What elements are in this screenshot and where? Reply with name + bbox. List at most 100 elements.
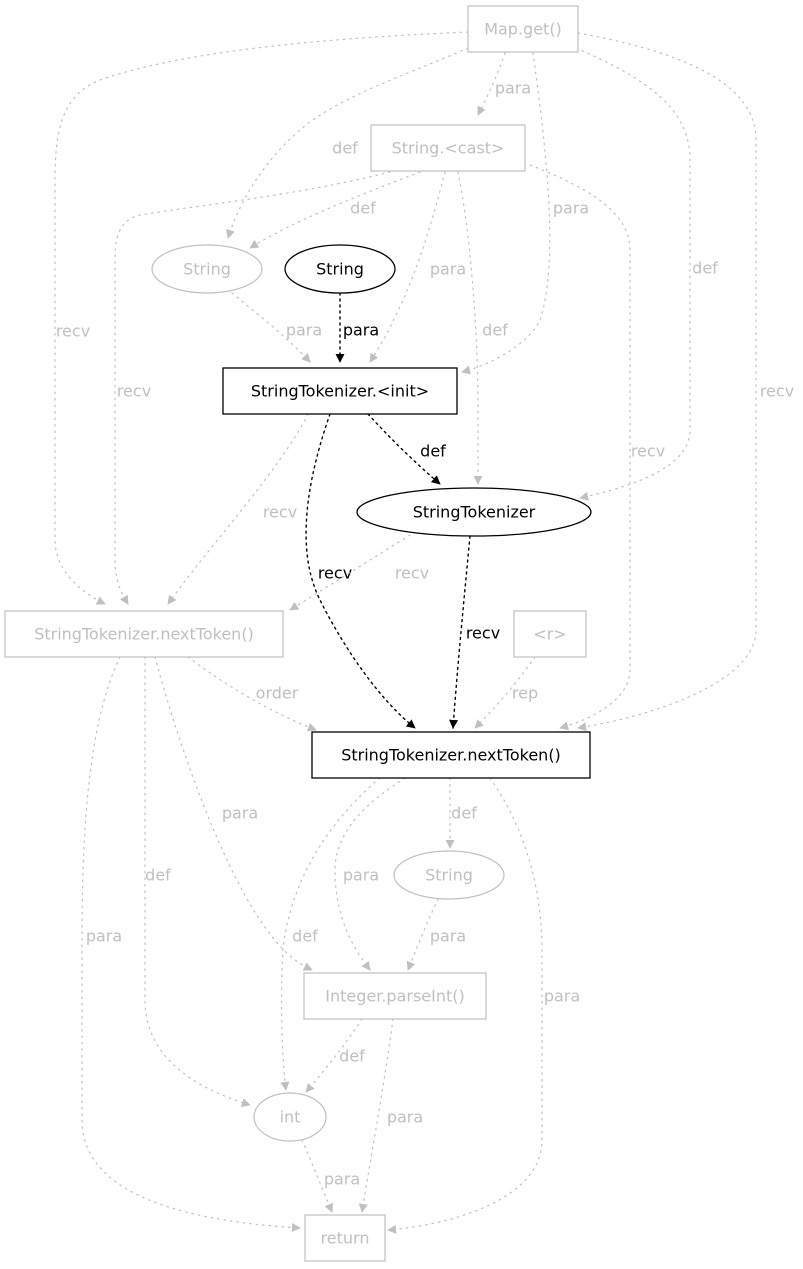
edge-int_node-to-return_node: para [301,1139,360,1213]
edge-st_obj-to-st_next_main: recv [449,535,500,729]
edge-label: def [145,866,171,885]
edge-st_next_main-to-parse_int: para [334,777,406,971]
edge-st_next_left-to-return_node: para [81,656,301,1233]
edge-label: para [553,199,589,218]
edge-line [474,656,536,729]
node-shape [253,1092,327,1142]
node-string-cast: String.<cast> [370,124,526,172]
edge-st_next_left-to-st_next_main: order [187,656,317,732]
edge-label: def [350,199,376,218]
node-label: String.<cast> [392,139,505,158]
node-shape [284,244,396,294]
edge-line [358,1018,394,1213]
node-label: StringTokenizer [413,503,536,522]
edge-label: recv [760,382,794,401]
node-map-get: Map.get() [467,5,579,53]
edge-line [367,413,441,485]
edge-string_cast-to-st_init: para [369,171,466,363]
edge-parse_int-to-return_node: para [358,1018,423,1213]
node-shape [222,367,458,415]
node-label: Map.get() [484,20,562,39]
edge-string_low-to-parse_int: para [406,898,466,971]
edge-line [301,1139,334,1213]
edge-st_init-to-st_obj: def [367,413,446,485]
node-shape [303,972,487,1020]
edge-map_get-to-st_init: para [461,52,589,375]
edge-line [249,171,421,249]
edge-label: para [222,804,258,823]
edge-st_init-to-st_next_left: recv [167,413,309,605]
node-int-node: int [253,1092,327,1142]
edge-st_obj-to-st_next_left: recv [289,534,429,611]
edge-label: para [495,79,531,98]
edge-line [167,413,309,605]
edge-line [154,656,313,971]
edge-line [449,535,471,729]
edge-st_next_main-to-string_low: def [445,777,477,849]
edge-label: def [692,259,718,278]
edge-map_get-to-st_next_main: recv [577,32,794,732]
node-shape [513,610,587,658]
edge-label: para [544,987,580,1006]
node-shape [311,731,591,779]
edge-line [144,656,251,1107]
node-st-next-main: StringTokenizer.nextToken() [311,731,591,779]
node-shape [467,5,579,53]
edge-label: para [430,260,466,279]
node-label: <r> [533,625,566,644]
node-st-next-left: StringTokenizer.nextToken() [4,610,284,658]
node-string-mid: String [284,244,396,294]
node-parse-int: Integer.parseInt() [303,972,487,1020]
edge-label: recv [395,564,429,583]
edge-label: recv [466,624,500,643]
node-label: int [280,1108,301,1127]
edge-line [226,47,469,239]
edge-line [231,292,311,363]
node-shape [304,1214,386,1262]
edges-layer: paradefparadefrecvrecvdefparadefrecvrecv… [54,31,794,1234]
edge-label: recv [56,322,90,341]
edge-line [577,32,757,732]
node-label: StringTokenizer.nextToken() [34,625,254,644]
edge-st_next_left-to-int_node: def [144,656,251,1107]
edge-label: para [86,927,122,946]
edge-line [406,898,439,971]
edge-label: recv [631,442,665,461]
edge-line [187,656,317,732]
edge-map_get-to-st_next_left: recv [54,31,469,605]
edge-label: def [482,321,508,340]
edge-string_mid-to-st_init: para [335,292,379,363]
node-string-left: String [151,244,263,294]
edge-label: order [256,684,299,703]
edge-line [387,777,543,1234]
node-label: Integer.parseInt() [325,987,465,1006]
edge-map_get-to-string_cast: para [477,52,531,116]
edge-line [305,1018,363,1093]
node-r-node: <r> [513,610,587,658]
node-shape [370,124,526,172]
edge-st_next_main-to-int_node: def [280,777,381,1091]
node-label: return [321,1229,370,1248]
node-st-obj: StringTokenizer [356,487,592,537]
edge-line [369,171,446,363]
edge-map_get-to-st_obj: def [575,47,718,501]
edge-label: para [343,866,379,885]
edge-st_init-to-st_next_main: recv [305,413,416,729]
node-label: StringTokenizer.<init> [251,382,429,401]
edge-string_cast-to-st_obj: def [457,171,508,485]
node-shape [356,487,592,537]
edge-map_get-to-string_left: def [226,47,469,239]
edge-label: recv [263,503,297,522]
edge-label: para [343,321,379,340]
edge-line [305,413,416,729]
edge-label: def [339,1047,365,1066]
edge-line [457,171,483,485]
node-string-low: String [393,850,505,900]
edge-string_cast-to-st_next_left: recv [114,171,391,605]
edge-label: rep [512,684,538,703]
node-label: String [316,260,364,279]
edge-r_node-to-st_next_main: rep [474,656,538,729]
edge-label: para [430,927,466,946]
edge-label: def [451,804,477,823]
